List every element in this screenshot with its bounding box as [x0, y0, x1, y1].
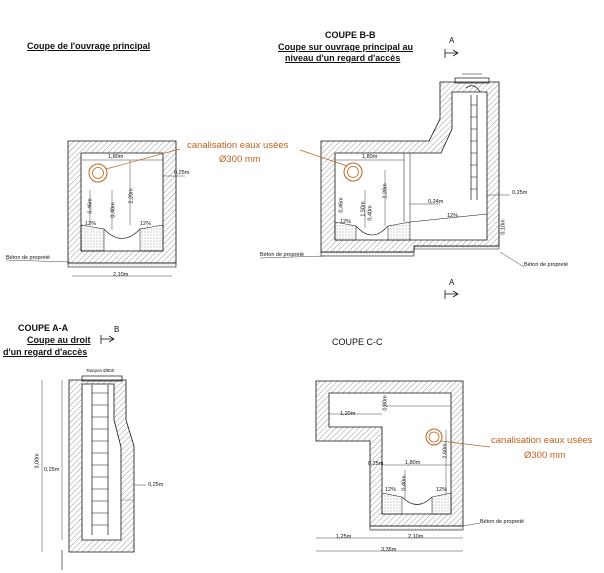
beton-label-4: Béton de propreté	[480, 519, 525, 525]
manhole-cover	[454, 77, 490, 84]
aa-title: COUPE A-A	[18, 323, 69, 333]
beton-label-2: Béton de propreté	[260, 252, 305, 258]
section-marker-b: B	[114, 325, 120, 334]
cc-dim-125: 1,25m	[336, 534, 352, 540]
bb-slope-right: 12%	[447, 213, 459, 219]
aa-dim-height: 3,00m	[34, 453, 41, 469]
section-marker-a-bottom: A	[449, 278, 455, 287]
main-section-title: Coupe de l'ouvrage principal	[27, 41, 151, 51]
dim-height-left: 0,46m	[87, 198, 94, 214]
bb-dim-h040: 0,40m	[367, 205, 374, 221]
bb-dim-010: 0,10m	[500, 219, 507, 235]
bb-dim-h220: 2,20m	[382, 183, 389, 199]
bb-slope-left: 12%	[340, 219, 352, 225]
dim-height-inner: 2,20m	[128, 188, 135, 204]
dim-width-inner: 1,80m	[108, 154, 124, 160]
beton-label-1: Béton de propreté	[6, 255, 51, 261]
cc-dim-210: 2,10m	[408, 534, 424, 540]
lean-concrete-slab	[67, 262, 177, 268]
bb-dim-h046: 0,46m	[338, 197, 345, 213]
cc-dim-120: 1,20m	[340, 411, 356, 417]
cc-section-drawing	[315, 380, 491, 552]
bb-dim-024: 0,24m	[428, 199, 444, 205]
bb-subtitle-2: niveau d'un regard d'accès	[285, 53, 401, 63]
section-marker-a-top: A	[449, 36, 455, 45]
cc-title: COUPE C-C	[332, 337, 383, 347]
cc-slope-right: 12%	[436, 487, 448, 493]
pipe-diameter: Ø300 mm	[219, 154, 261, 165]
dim-width-outer: 2,10m	[113, 272, 129, 278]
bb-dim-h150: 1,50m	[360, 201, 367, 217]
aa-dim-025-left: 0,25m	[44, 467, 60, 473]
cc-dim-260: 2,60m	[442, 443, 449, 459]
dim-wall-thickness: 0,25m	[174, 170, 190, 176]
aa-section-drawing	[41, 335, 146, 570]
bb-subtitle-1: Coupe sur ouvrage principal au	[278, 42, 414, 52]
cc-dim-025: 0,25m	[368, 461, 384, 467]
cc-dim-335: 3,35m	[381, 547, 397, 553]
cc-dim-180: 1,80m	[405, 460, 421, 466]
beton-label-3: Béton de propreté	[524, 262, 569, 268]
slope-left: 12%	[85, 221, 97, 227]
tampon-label: Tampon Ø800	[86, 368, 115, 373]
pipe-circle	[88, 163, 108, 183]
dim-height-pipe: 0,40m	[110, 202, 117, 218]
aa-subtitle-2: d'un regard d'accès	[3, 347, 88, 357]
cc-slope-left: 12%	[385, 487, 397, 493]
aa-subtitle-1: Coupe au droit	[27, 335, 91, 345]
cc-pipe-diameter: Ø300 mm	[524, 450, 566, 461]
bb-section-drawing	[259, 49, 525, 299]
cc-dim-080: 0,80m	[382, 395, 389, 411]
aa-dim-025-right: 0,25m	[148, 482, 164, 488]
cc-dim-040: 0,40m	[401, 475, 408, 491]
pipe-label: canalisation eaux usées	[187, 140, 289, 151]
bb-dim-width: 1,80m	[362, 154, 378, 160]
slope-right: 12%	[140, 221, 152, 227]
bb-title: COUPE B-B	[325, 30, 376, 40]
cc-pipe-label: canalisation eaux usées	[491, 435, 593, 446]
bb-dim-025: 0,25m	[512, 190, 528, 196]
